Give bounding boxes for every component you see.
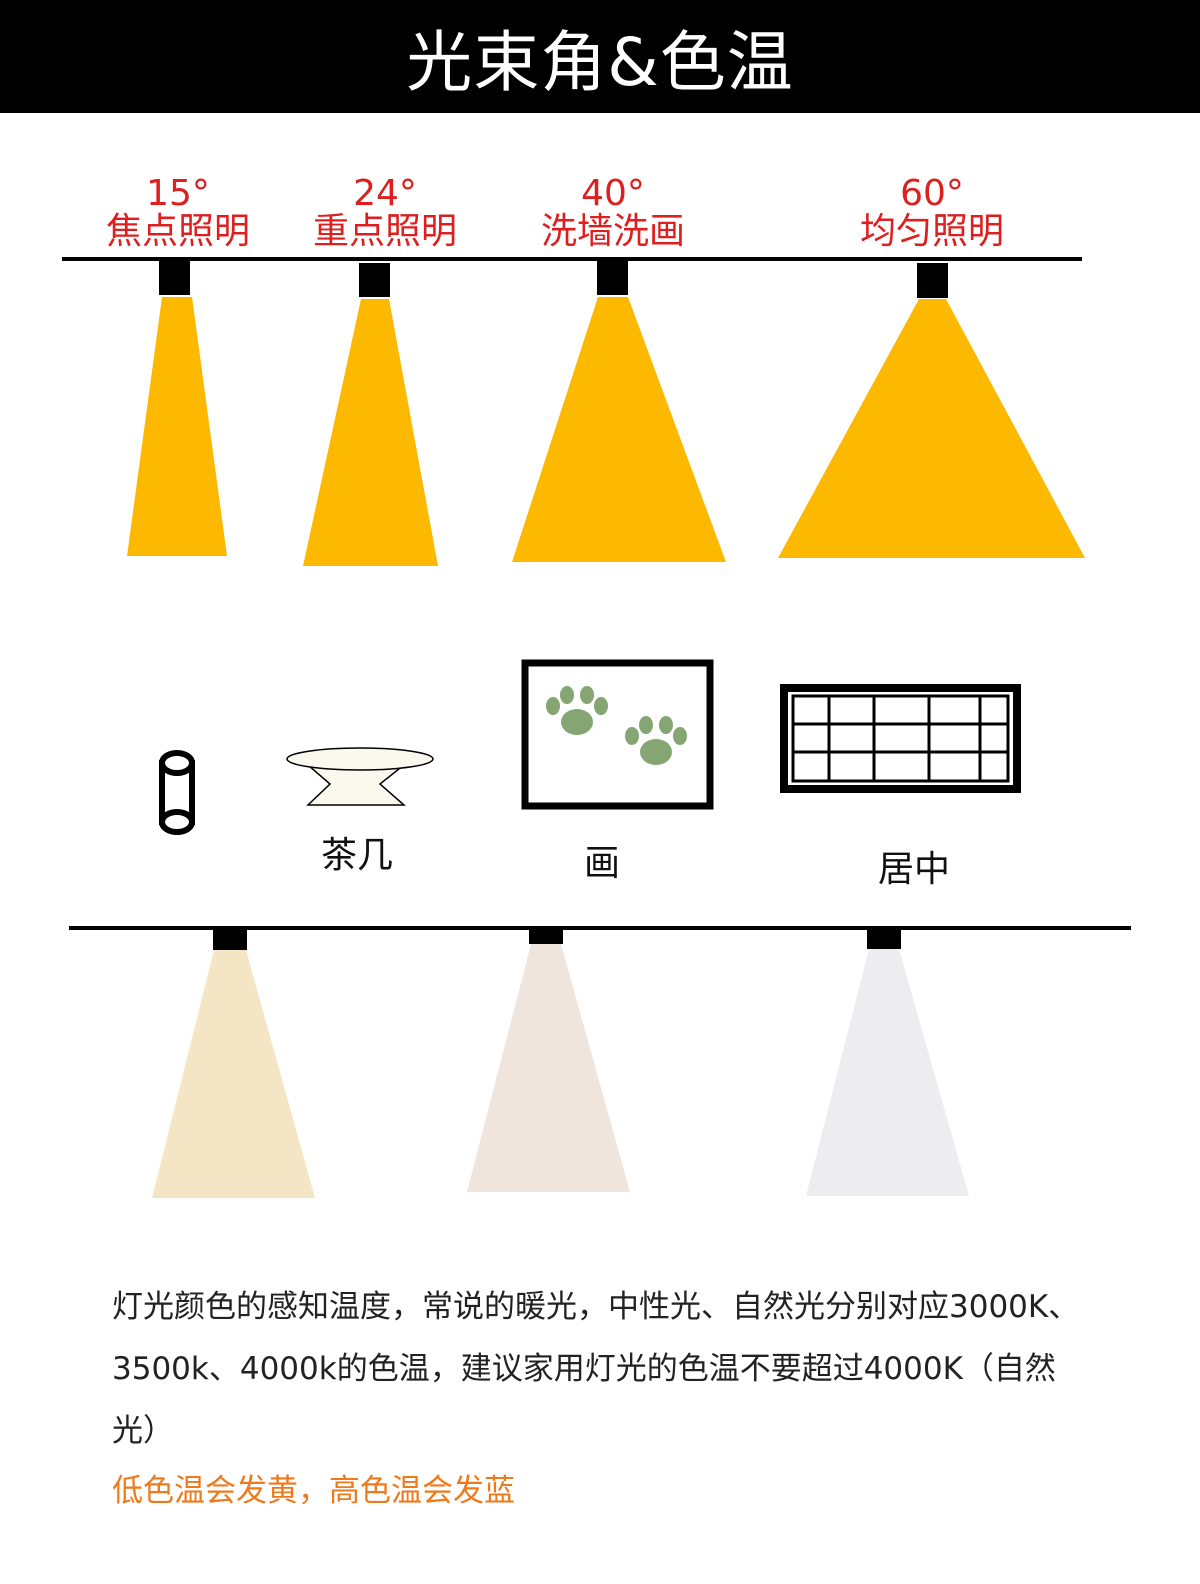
- beam-angle-use: 均匀照明: [859, 211, 1004, 252]
- coffee-table-icon: [286, 747, 434, 806]
- cylinder-vase-icon: [159, 750, 195, 835]
- painting-label: 画: [583, 843, 620, 884]
- beam-angle-value: 24°: [353, 173, 417, 214]
- track-light-natural: [867, 930, 901, 949]
- beam-label-40: 40° 洗墙洗画: [493, 175, 733, 251]
- track-light-15: [159, 261, 190, 295]
- beam-cone-warm: [152, 950, 315, 1198]
- beam-angle-value: 60°: [900, 173, 964, 214]
- beam-cone-60: [778, 299, 1085, 558]
- beam-angle-use: 焦点照明: [105, 211, 250, 252]
- track-light-40: [597, 261, 628, 295]
- beam-angle-use: 重点照明: [312, 211, 457, 252]
- beam-angle-value: 40°: [581, 173, 645, 214]
- color-temperature-note: 低色温会发黄，高色温会发蓝: [112, 1473, 515, 1509]
- beam-cone-natural: [806, 949, 969, 1196]
- painting-frame-icon: [521, 659, 714, 810]
- page-title: 光束角&色温: [0, 0, 1200, 113]
- window-label: 居中: [877, 849, 950, 890]
- beam-label-24: 24° 重点照明: [265, 175, 505, 251]
- window-grid-icon: [780, 684, 1021, 793]
- color-temperature-description: 灯光颜色的感知温度，常说的暖光，中性光、自然光分别对应3000K、3500k、4…: [112, 1289, 1080, 1449]
- beam-angle-value: 15°: [146, 173, 210, 214]
- beam-label-60: 60° 均匀照明: [812, 175, 1052, 251]
- paw-print-icon: [546, 686, 608, 735]
- beam-cone-neutral: [467, 944, 630, 1192]
- beam-label-15: 15° 焦点照明: [58, 175, 298, 251]
- track-rail-bottom: [69, 926, 1131, 930]
- beam-cone-40: [512, 297, 726, 562]
- track-light-24: [359, 263, 390, 297]
- beam-cone-24: [303, 299, 438, 566]
- paw-print-icon: [625, 716, 687, 765]
- beam-angle-use: 洗墙洗画: [540, 211, 685, 252]
- track-light-60: [917, 263, 948, 298]
- coffee-table-label: 茶几: [320, 835, 393, 876]
- beam-cone-15: [127, 297, 227, 556]
- track-light-warm: [213, 930, 247, 950]
- track-light-neutral: [529, 926, 563, 944]
- track-rail-top: [62, 257, 1082, 261]
